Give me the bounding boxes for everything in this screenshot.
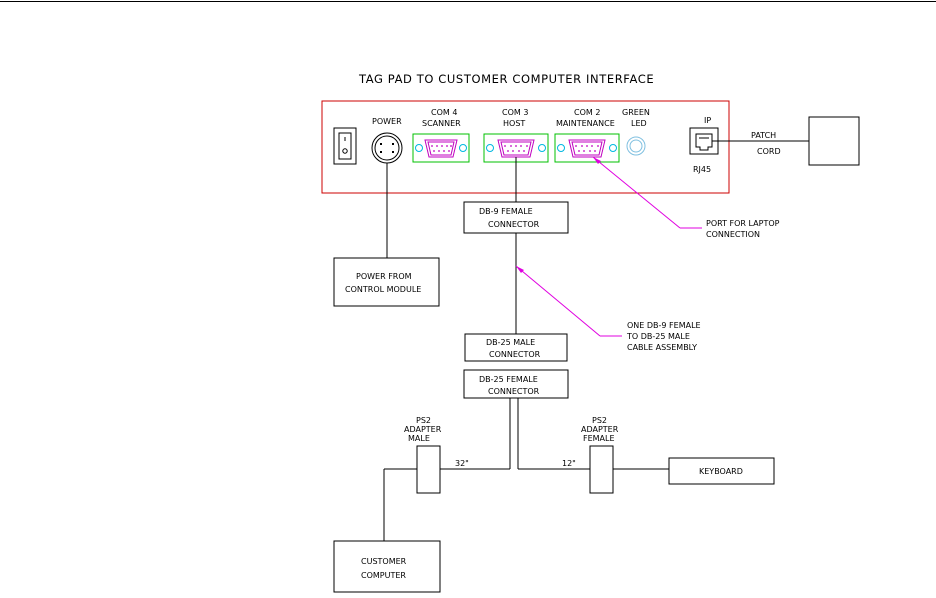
network-device-box xyxy=(808,116,860,166)
tag-pad-panel xyxy=(321,100,730,194)
power-switch-icon xyxy=(333,127,357,165)
ps2-female-line1: PS2 xyxy=(592,416,607,425)
db9-female-line2: CONNECTOR xyxy=(488,220,540,229)
ps2-female-line3: FEMALE xyxy=(583,434,615,443)
com4-db9-port-icon xyxy=(412,133,470,163)
com3-db9-port-icon xyxy=(483,133,549,163)
diagram-title: TAG PAD TO CUSTOMER COMPUTER INTERFACE xyxy=(358,72,654,86)
laptop-leader-arrow-icon xyxy=(593,157,601,164)
female-cable-length: 12" xyxy=(562,459,576,468)
db25-male-line2: CONNECTOR xyxy=(489,350,541,359)
rj45-label: RJ45 xyxy=(693,165,711,174)
com4-sub-label: SCANNER xyxy=(422,119,461,128)
keyboard-box xyxy=(668,457,775,485)
db25-male-box xyxy=(464,333,568,362)
male-cable-length: 32" xyxy=(455,459,469,468)
ps2-male-adapter-box xyxy=(416,445,441,494)
ps2-male-line2: ADAPTER xyxy=(404,425,442,434)
customer-computer-box xyxy=(333,540,441,593)
db25-female-line1: DB-25 FEMALE xyxy=(479,375,538,384)
com2-sub-label: MAINTENANCE xyxy=(556,119,615,128)
cable-assembly-line3: CABLE ASSEMBLY xyxy=(627,343,697,352)
laptop-port-line2: CONNECTION xyxy=(706,230,760,239)
db25-female-line2: CONNECTOR xyxy=(488,387,540,396)
green-led-sub-label: LED xyxy=(631,119,647,128)
cable-leader-arrow-icon xyxy=(516,266,524,273)
power-from-line1: POWER FROM xyxy=(356,272,412,281)
power-label: POWER xyxy=(372,117,402,126)
com2-label: COM 2 xyxy=(574,108,600,117)
customer-computer-line1: CUSTOMER xyxy=(361,557,407,566)
com2-db9-port-icon xyxy=(554,133,620,163)
ps2-female-adapter-box xyxy=(589,445,614,494)
patch-label: PATCH xyxy=(751,131,776,140)
ip-label: IP xyxy=(704,116,711,125)
cable-leader-line xyxy=(515,265,601,337)
green-led-icon xyxy=(626,136,646,156)
laptop-leader-line xyxy=(592,156,681,229)
ps2-male-line1: PS2 xyxy=(416,416,431,425)
db25-female-box xyxy=(463,369,569,399)
cord-label: CORD xyxy=(757,147,781,156)
power-from-line2: CONTROL MODULE xyxy=(345,285,421,294)
laptop-port-line1: PORT FOR LAPTOP xyxy=(706,219,780,228)
com3-sub-label: HOST xyxy=(503,119,525,128)
power-connector-icon xyxy=(371,132,403,164)
keyboard-label: KEYBOARD xyxy=(699,467,743,476)
power-from-box xyxy=(333,257,440,307)
db9-female-line1: DB-9 FEMALE xyxy=(479,207,533,216)
db25-male-line1: DB-25 MALE xyxy=(486,338,535,347)
cable-assembly-line2: TO DB-25 MALE xyxy=(626,332,690,341)
ps2-female-line2: ADAPTER xyxy=(581,425,619,434)
green-led-label: GREEN xyxy=(622,108,650,117)
com3-label: COM 3 xyxy=(502,108,528,117)
com4-label: COM 4 xyxy=(431,108,457,117)
customer-computer-line2: COMPUTER xyxy=(361,571,406,580)
cable-assembly-line1: ONE DB-9 FEMALE xyxy=(627,321,701,330)
ps2-male-line3: MALE xyxy=(408,434,430,443)
